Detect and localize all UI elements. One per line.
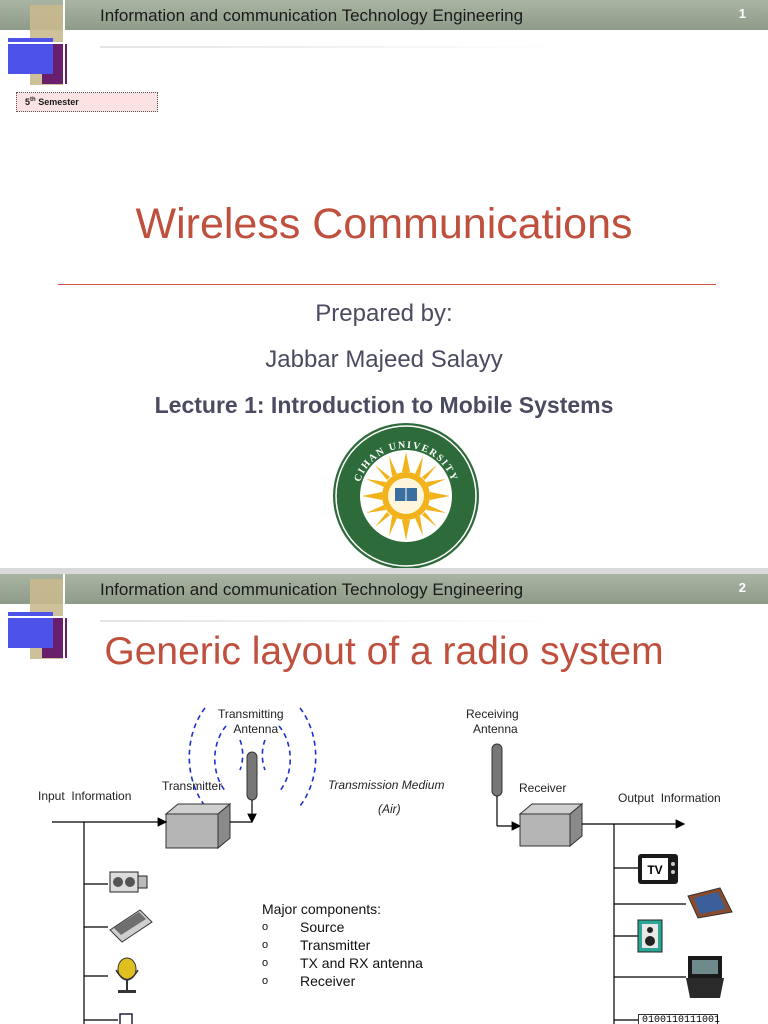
receiver-label: Receiver	[519, 781, 567, 795]
list-item: o Source	[262, 918, 423, 936]
page-number: 2	[738, 580, 746, 595]
transmission-medium-label: Transmission Medium	[328, 778, 445, 792]
components-heading: Major components:	[262, 901, 382, 917]
component-antenna: TX and RX antenna	[300, 955, 423, 971]
handheld-device-icon	[119, 1013, 133, 1024]
bullet-icon: o	[262, 957, 269, 969]
page-number: 1	[738, 6, 746, 21]
list-item: o TX and RX antenna	[262, 954, 423, 972]
lecture-title: Lecture 1: Introduction to Mobile System…	[154, 392, 614, 418]
component-source: Source	[300, 919, 345, 935]
slide-2: Information and communication Technology…	[0, 574, 768, 1024]
title-rule	[58, 284, 716, 285]
header-bar	[0, 0, 768, 30]
prepared-by: Prepared by:	[315, 300, 453, 327]
bullet-icon: o	[262, 921, 269, 933]
microphone-icon	[115, 957, 139, 993]
semester-suffix: th	[30, 97, 36, 103]
transmitter-box-icon	[164, 802, 252, 850]
semester-label: 5th Semester	[16, 92, 158, 112]
picture-frame-icon	[687, 887, 733, 919]
scanner-icon	[109, 909, 153, 943]
input-information-label: Input Information	[38, 789, 132, 803]
slide-separator	[0, 568, 768, 574]
receiving-antenna-icon	[491, 743, 522, 831]
list-item: o Receiver	[262, 972, 423, 990]
tv-label: TV	[647, 863, 662, 877]
slide-title: Wireless Communications	[135, 200, 633, 248]
receiver-box-icon	[518, 802, 584, 848]
bullet-icon: o	[262, 939, 269, 951]
transmitting-antenna-icon	[246, 751, 258, 824]
laptop-icon	[686, 956, 724, 998]
header-underline	[100, 46, 570, 48]
output-information-label: Output Information	[618, 791, 721, 805]
radio-system-diagram: TV	[52, 707, 733, 1024]
corner-decoration	[0, 574, 100, 660]
slide-1: Information and communication Technology…	[0, 0, 768, 568]
header-underline	[100, 620, 570, 622]
receiving-antenna-label-line1: Receiving	[466, 707, 519, 721]
list-item: o Transmitter	[262, 936, 423, 954]
cihan-university-seal-icon: CIHAN UNIVERSITY	[333, 423, 479, 568]
air-label: (Air)	[378, 802, 401, 816]
receiving-antenna-label: Receiving Antenna	[466, 707, 519, 737]
corner-decoration	[0, 0, 100, 86]
semester-number: 5	[25, 97, 31, 107]
video-camera-icon	[109, 871, 148, 893]
speaker-icon	[637, 919, 663, 953]
header-title: Information and communication Technology…	[100, 580, 524, 599]
author-name: Jabbar Majeed Salayy	[265, 346, 503, 373]
component-receiver: Receiver	[300, 973, 356, 989]
slide-title: Generic layout of a radio system	[104, 630, 664, 673]
header-title: Information and communication Technology…	[100, 6, 524, 25]
television-icon: TV	[638, 854, 678, 884]
bullet-icon: o	[262, 975, 269, 987]
transmitting-antenna-label-line2: Antenna	[233, 722, 279, 736]
semester-text: Semester	[35, 97, 79, 107]
radio-waves-icon	[188, 707, 317, 807]
receiving-antenna-label-line2: Antenna	[472, 722, 518, 736]
component-transmitter: Transmitter	[300, 937, 371, 953]
bitstream-label: 0100110111001	[638, 1014, 720, 1024]
transmitter-label: Transmitter	[162, 779, 223, 793]
transmitting-antenna-label-line1: Transmitting	[218, 707, 284, 721]
transmitting-antenna-label: Transmitting Antenna	[218, 707, 284, 737]
header-bar	[0, 574, 768, 604]
